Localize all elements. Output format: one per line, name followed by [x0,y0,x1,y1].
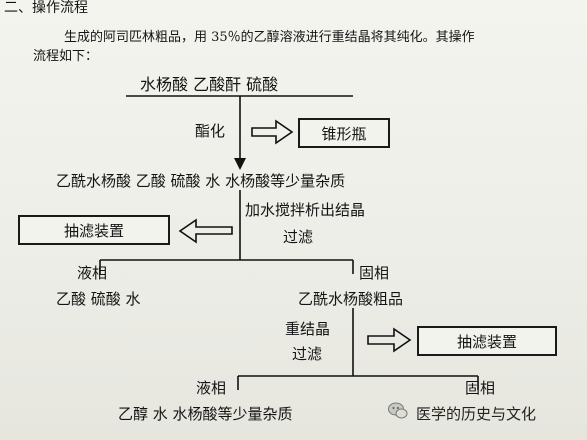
step2-line-2: 过滤 [283,228,314,246]
liquid-content-1: 乙酸 硫酸 水 [56,290,141,308]
filter-box-1: 抽滤装置 [18,215,170,245]
reactants-label: 水杨酸 乙酸酐 硫酸 [140,75,279,94]
solid-label-2: 固相 [465,379,496,397]
wechat-logo-icon [388,402,408,424]
step3-line-1: 重结晶 [285,320,331,338]
hollow-arrow-to-filter-1 [178,218,233,244]
solid-label-1: 固相 [359,264,390,282]
liquid-label-1: 液相 [77,264,108,282]
esterify-arrow-head [234,158,246,170]
mixture-label: 乙酰水杨酸 乙酸 硫酸 水 水杨酸等少量杂质 [56,172,346,190]
step3-line-2: 过滤 [292,345,323,363]
liquid-content-2: 乙醇 水 水杨酸等少量杂质 [118,405,293,423]
watermark: 医学的历史与文化 [388,398,587,428]
hollow-arrow-to-flask [251,119,294,145]
solid-content-1: 乙酰水杨酸粗品 [298,290,404,308]
section-title: 二、操作流程 [4,0,88,16]
esterify-label: 酯化 [195,122,226,140]
step2-line-1: 加水搅拌析出结晶 [245,201,366,219]
watermark-text: 医学的历史与文化 [416,404,537,423]
liquid-label-2: 液相 [196,379,227,397]
filter-box-2: 抽滤装置 [417,326,557,356]
intro-line-2: 流程如下： [33,49,99,64]
hollow-arrow-to-filter-2 [367,327,412,353]
intro-line-1: 生成的阿司匹林粗品，用 35％的乙醇溶液进行重结晶将其纯化。其操作 [64,30,475,45]
flask-box: 锥形瓶 [298,118,390,148]
